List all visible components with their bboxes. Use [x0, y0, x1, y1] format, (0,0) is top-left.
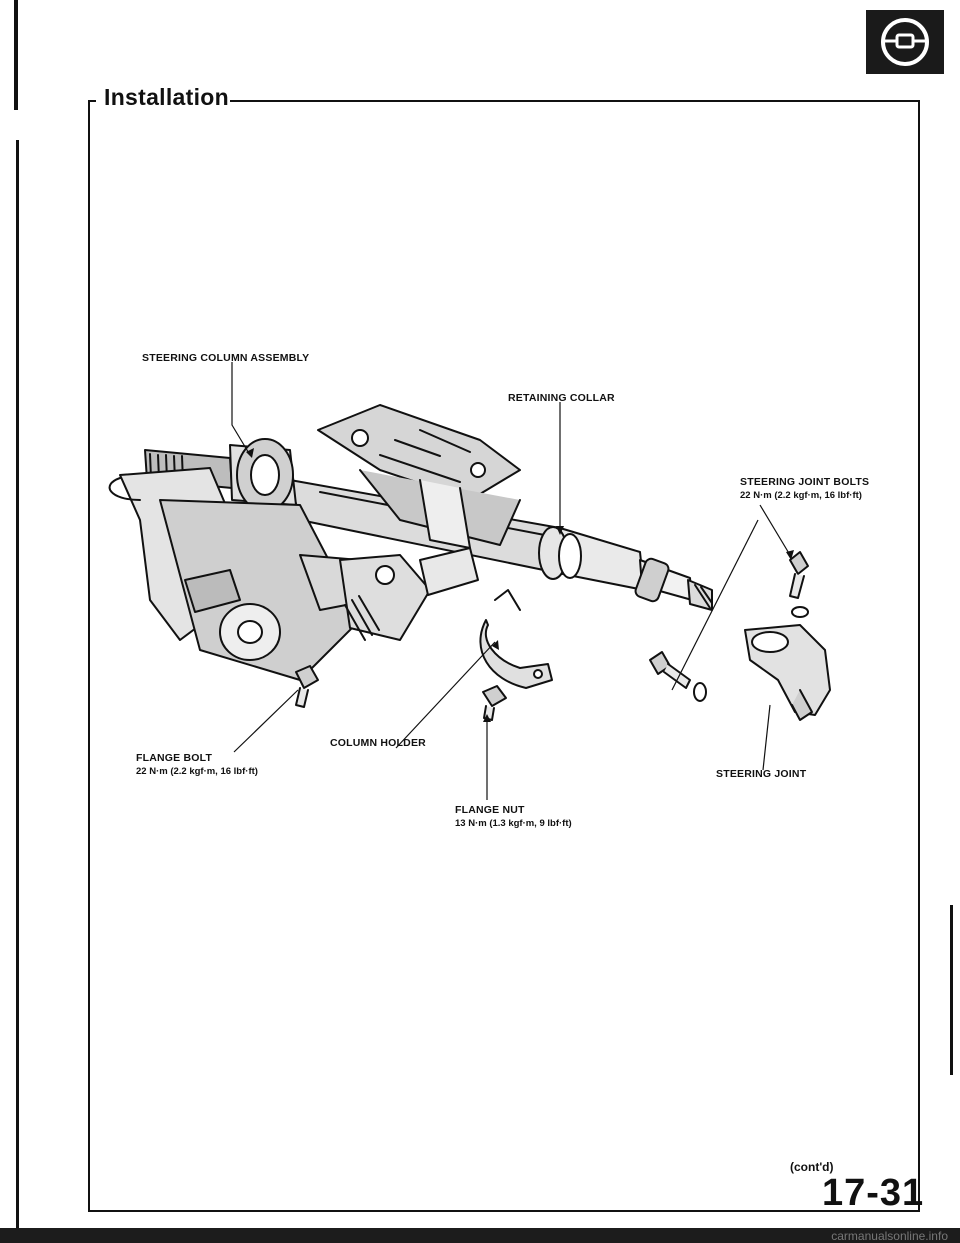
column-holder-part — [479, 589, 553, 689]
section-frame — [88, 100, 920, 1212]
label-steering-joint: STEERING JOINT — [716, 768, 807, 780]
steering-wheel-icon — [881, 18, 929, 66]
label-column-holder: COLUMN HOLDER — [330, 737, 426, 749]
spec-flange-bolt: 22 N·m (2.2 kgf·m, 16 lbf·ft) — [136, 766, 258, 777]
watermark: carmanualsonline.info — [831, 1229, 948, 1243]
label-steering-column-assembly: STEERING COLUMN ASSEMBLY — [142, 352, 310, 364]
flange-nut-part — [482, 685, 507, 721]
joint-bolt-upper — [789, 551, 809, 618]
bottom-bar — [0, 1228, 960, 1243]
section-title: Installation — [104, 84, 230, 110]
lower-shaft — [634, 557, 713, 611]
spec-flange-nut: 13 N·m (1.3 kgf·m, 9 lbf·ft) — [455, 818, 572, 829]
steering-joint-part — [744, 624, 831, 721]
label-steering-joint-bolts: STEERING JOINT BOLTS — [740, 476, 870, 488]
ignition-housing — [108, 467, 373, 681]
label-flange-nut: FLANGE NUT — [455, 804, 525, 816]
binding-mark-right — [950, 905, 953, 1075]
label-retaining-collar: RETAINING COLLAR — [508, 392, 615, 404]
continued-note: (cont'd) — [790, 1160, 834, 1174]
retaining-collar-part — [538, 526, 582, 580]
frame-top-right — [230, 100, 920, 102]
binding-mark-long — [16, 140, 19, 1230]
spec-steering-joint-bolts: 22 N·m (2.2 kgf·m, 16 lbf·ft) — [740, 490, 862, 501]
label-flange-bolt: FLANGE BOLT — [136, 752, 213, 764]
steering-badge — [866, 10, 944, 74]
page-number: 17-31 — [822, 1172, 925, 1214]
binding-mark-top — [14, 0, 18, 110]
flange-bolt-part — [295, 665, 319, 708]
mounting-bracket — [317, 404, 521, 549]
joint-bolt-lower — [649, 651, 707, 702]
frame-top-left — [88, 100, 96, 102]
lower-bracket — [339, 547, 479, 641]
